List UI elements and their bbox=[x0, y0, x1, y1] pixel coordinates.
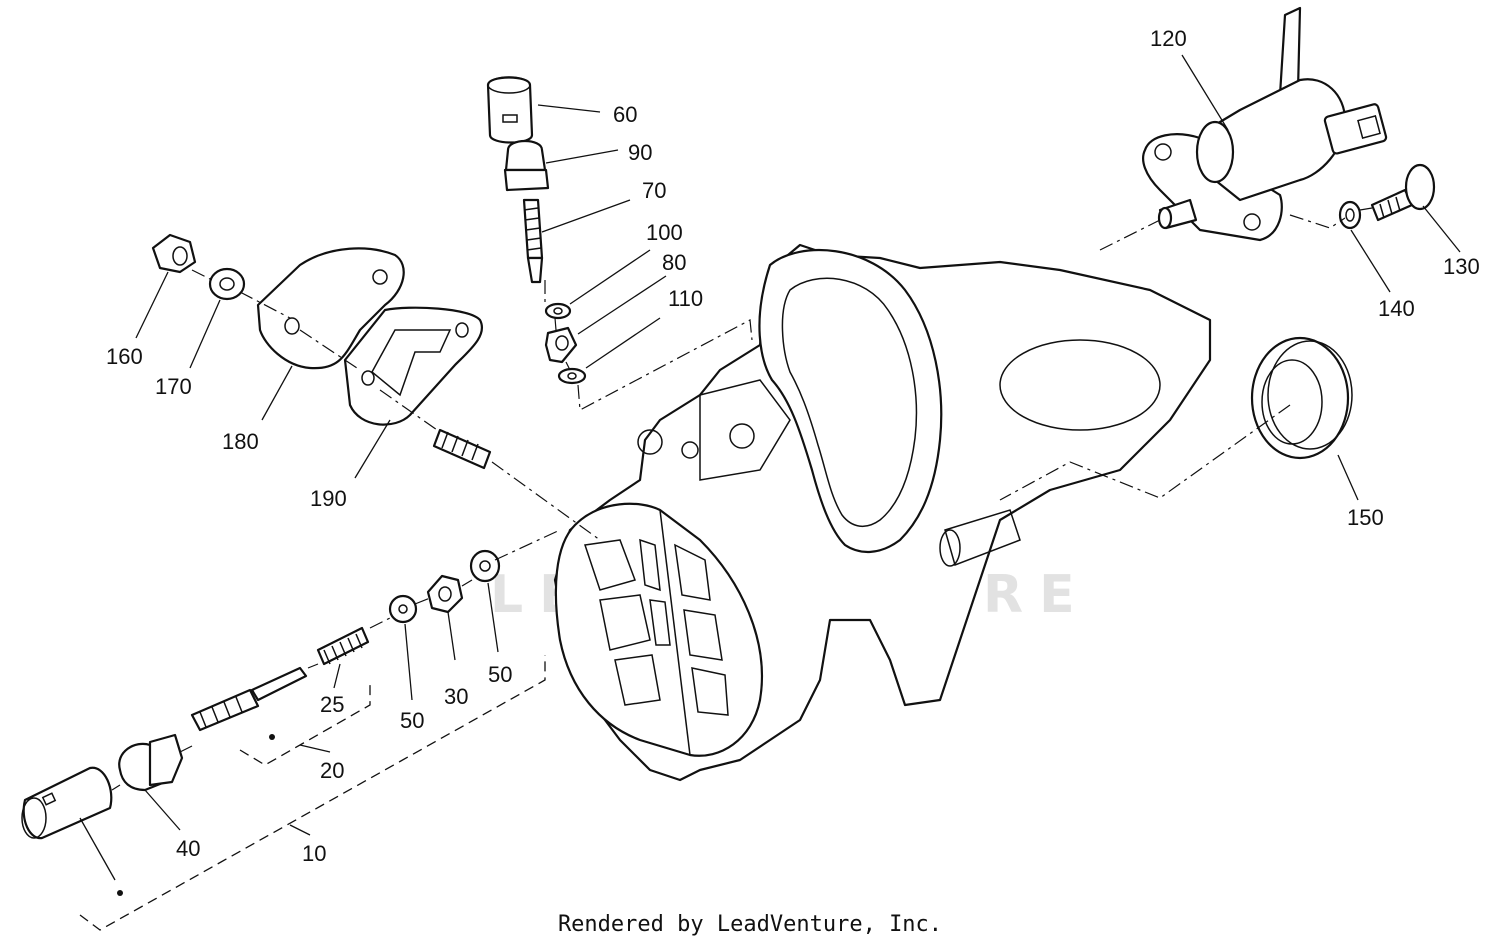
callout-100: 100 bbox=[646, 220, 683, 245]
assembly-lines bbox=[111, 207, 1373, 791]
nut-160 bbox=[151, 233, 197, 274]
callout-110: 110 bbox=[668, 286, 703, 311]
stud-70 bbox=[522, 198, 544, 284]
callout-190: 190 bbox=[310, 486, 347, 511]
seal-150 bbox=[1250, 336, 1353, 460]
washer-50a bbox=[388, 594, 418, 624]
nut-80 bbox=[544, 326, 578, 364]
washer-50b bbox=[469, 549, 501, 583]
callout-90: 90 bbox=[628, 140, 652, 165]
stud-20 bbox=[190, 666, 308, 732]
callout-170: 170 bbox=[155, 374, 192, 399]
callout-80: 80 bbox=[662, 250, 686, 275]
washer-170 bbox=[208, 267, 246, 301]
callout-50a: 50 bbox=[400, 708, 424, 733]
washer-100 bbox=[544, 302, 572, 320]
callout-150: 150 bbox=[1347, 505, 1384, 530]
bolt-130 bbox=[1370, 163, 1436, 222]
footer-credit: Rendered by LeadVenture, Inc. bbox=[557, 912, 943, 937]
engine-housing bbox=[553, 243, 1212, 782]
callout-60: 60 bbox=[613, 102, 637, 127]
gasket-190 bbox=[343, 306, 483, 426]
callout-30: 30 bbox=[444, 684, 468, 709]
cap-10 bbox=[21, 766, 113, 840]
cap-nut-90 bbox=[503, 139, 550, 192]
plate-180 bbox=[256, 247, 405, 370]
callout-50b: 50 bbox=[488, 662, 512, 687]
callout-140: 140 bbox=[1378, 296, 1415, 321]
ribbed-cover bbox=[554, 502, 764, 757]
housing-oval-port bbox=[999, 339, 1161, 431]
cap-60 bbox=[486, 76, 534, 144]
solenoid-120 bbox=[1142, 6, 1388, 242]
callout-25: 25 bbox=[320, 692, 344, 717]
stud-190-side bbox=[432, 428, 492, 470]
callout-20: 20 bbox=[320, 758, 344, 783]
spring-25 bbox=[316, 626, 370, 666]
cap-nut-40 bbox=[118, 733, 184, 792]
callout-40: 40 bbox=[176, 836, 200, 861]
callout-10: 10 bbox=[302, 841, 326, 866]
leader-lines bbox=[79, 54, 1461, 881]
callout-70: 70 bbox=[642, 178, 666, 203]
callout-130: 130 bbox=[1443, 254, 1480, 279]
assembly-brackets bbox=[79, 655, 546, 931]
callout-120: 120 bbox=[1150, 26, 1187, 51]
lockwasher-140 bbox=[1338, 200, 1362, 230]
washer-110 bbox=[557, 367, 587, 385]
callout-labels: 120 130 140 150 60 90 70 100 80 110 160 … bbox=[106, 26, 1480, 866]
callout-160: 160 bbox=[106, 344, 143, 369]
nut-30 bbox=[426, 574, 464, 614]
callout-180: 180 bbox=[222, 429, 259, 454]
